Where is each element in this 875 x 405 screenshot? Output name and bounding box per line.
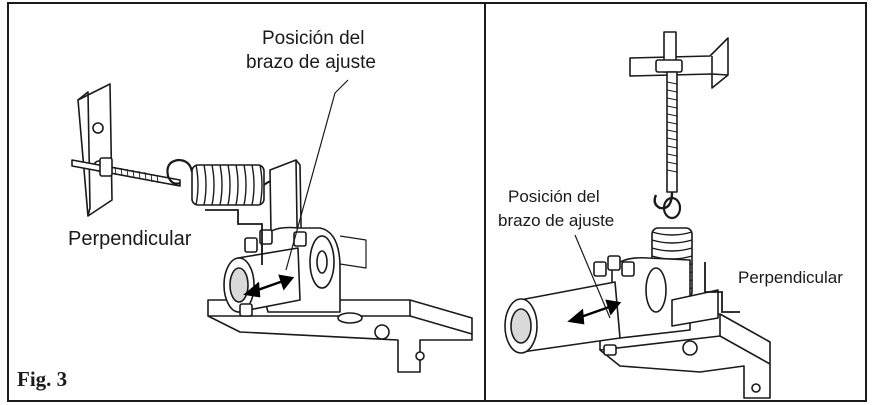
eye-bolt [71,159,181,187]
base-bracket [207,299,473,373]
arm-position-label-right-line2: brazo de ajuste [498,211,615,230]
set-screws [239,229,307,317]
arm-position-label-right-line1: Posición del [508,187,600,206]
wall-bracket [77,83,113,217]
adjust-arm-right [671,289,719,327]
figure-caption: Fig. 3 [17,367,68,391]
arm-position-label-left-line1: Posición del [262,28,365,49]
arm-position-label-left-line2: brazo de ajuste [246,52,376,73]
arm-leader-line-right [574,234,611,319]
adjust-direction-arrow-left [243,274,295,298]
perpendicular-label-right: Perpendicular [738,268,843,287]
panel-borders [7,2,867,402]
arm-leader-line-left [285,79,349,271]
perpendicular-label-left: Perpendicular [68,228,192,250]
perpendicular-mark-right [704,262,740,313]
spring-coils [195,164,263,206]
perpendicular-mark-left [205,209,263,265]
set-screws-right [593,255,635,356]
right-assembly-illustration [504,31,771,399]
